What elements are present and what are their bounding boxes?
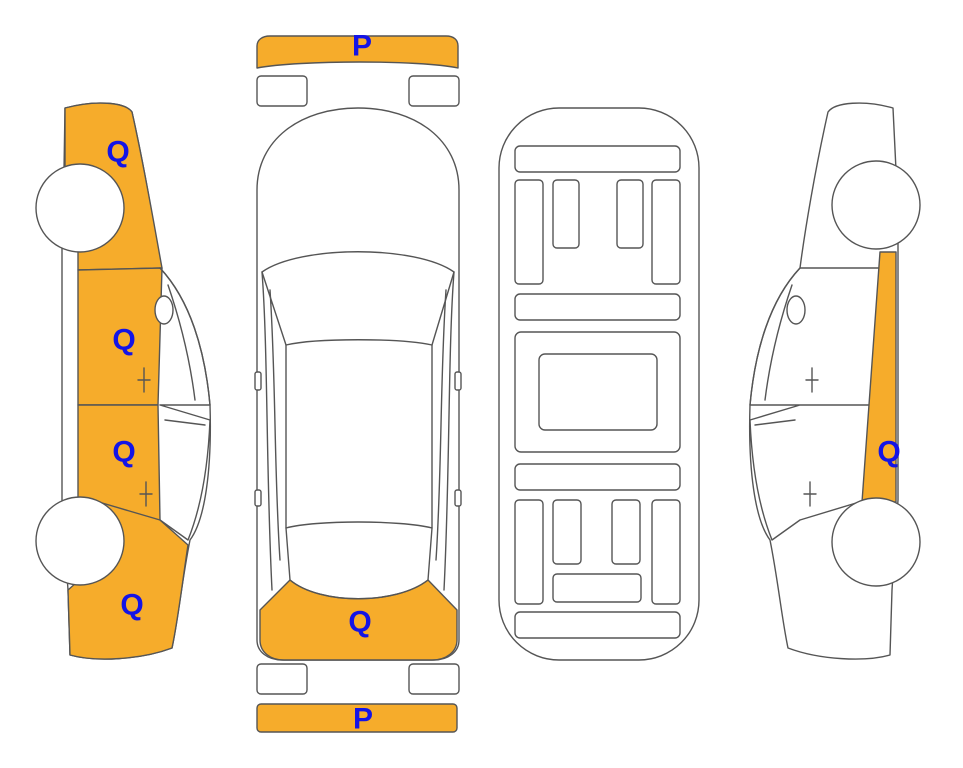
under-rear-block-center xyxy=(552,573,642,603)
right-front-wheel xyxy=(831,160,921,250)
left-side-pillars xyxy=(261,271,281,591)
under-rear-rail-left xyxy=(514,499,544,605)
underbody-outline xyxy=(498,107,700,661)
left-rear-door-handle xyxy=(139,481,153,507)
top-left-mirror xyxy=(254,371,262,391)
under-rear-bar xyxy=(514,611,681,639)
left-rear-quarter-label: Q xyxy=(120,589,143,622)
under-center-frame xyxy=(514,331,681,453)
front-left-light xyxy=(256,75,308,107)
right-mirror xyxy=(786,295,806,325)
right-side-sill-damage[interactable] xyxy=(861,251,897,503)
left-front-door-label: Q xyxy=(112,324,135,357)
under-rear-block-right xyxy=(611,499,641,565)
top-right-handle xyxy=(454,489,462,507)
left-front-door-handle xyxy=(137,367,151,393)
under-cross-bar-2 xyxy=(514,463,681,491)
top-view: P Q P xyxy=(254,30,462,736)
front-bumper-damage[interactable] xyxy=(256,35,459,69)
under-center-plate xyxy=(538,353,658,431)
right-side-sill-label: Q xyxy=(877,436,900,469)
left-side-view: Q Q Q Q xyxy=(35,102,212,660)
left-rear-door-label: Q xyxy=(112,436,135,469)
rear-left-light xyxy=(256,663,308,695)
right-rear-wheel xyxy=(831,497,921,587)
under-front-block-left xyxy=(552,179,580,249)
left-front-wheel xyxy=(35,163,125,253)
under-front-rail-right xyxy=(651,179,681,285)
under-cross-bar-1 xyxy=(514,293,681,321)
under-front-block-right xyxy=(616,179,644,249)
left-pillar-lines xyxy=(164,284,206,426)
under-front-bar xyxy=(514,145,681,173)
windshield-outline xyxy=(261,251,455,346)
right-pillar-lines xyxy=(754,284,796,426)
roof-outline xyxy=(285,344,433,529)
right-side-pillars xyxy=(435,271,455,591)
left-window-outline xyxy=(159,267,211,541)
right-rear-door-handle xyxy=(803,481,817,507)
top-left-handle xyxy=(254,489,262,507)
under-front-rail-left xyxy=(514,179,544,285)
trunk-lid-label: Q xyxy=(348,606,371,639)
left-mirror xyxy=(154,295,174,325)
rear-bumper-label: P xyxy=(353,703,373,736)
left-rear-wheel xyxy=(35,496,125,586)
rear-right-light xyxy=(408,663,460,695)
front-bumper-label: P xyxy=(352,30,372,63)
under-rear-block-left xyxy=(552,499,582,565)
rear-window-outline xyxy=(285,527,433,600)
right-front-door-handle xyxy=(805,367,819,393)
rear-bumper-damage[interactable] xyxy=(256,703,458,733)
front-right-light xyxy=(408,75,460,107)
right-side-view: Q xyxy=(748,102,921,660)
underbody-view xyxy=(498,107,700,661)
under-rear-rail-right xyxy=(651,499,681,605)
left-front-fender-label: Q xyxy=(106,136,129,169)
top-right-mirror xyxy=(454,371,462,391)
right-window-outline xyxy=(749,267,883,541)
